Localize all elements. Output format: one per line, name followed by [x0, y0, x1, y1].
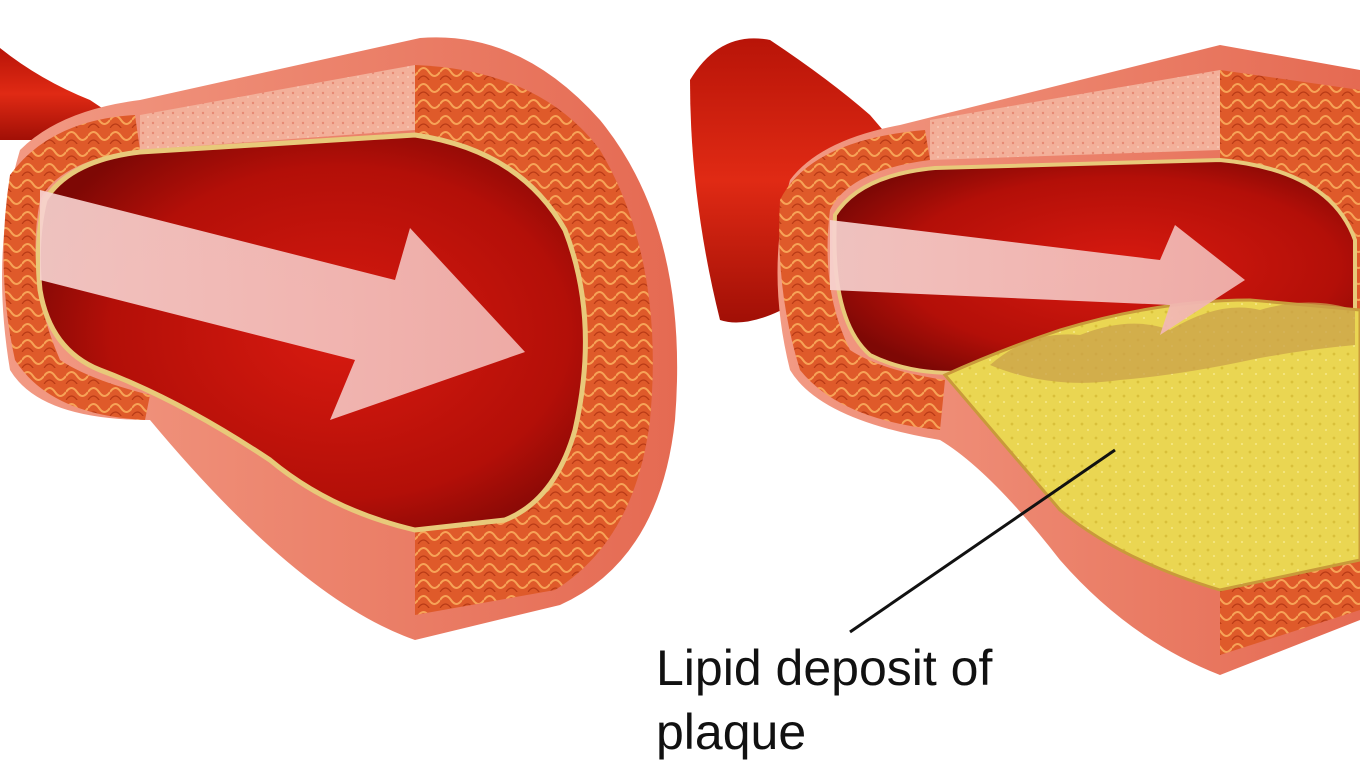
plaque-callout-label: Lipid deposit of plaque — [656, 636, 1116, 764]
healthy-artery-cross-section-icon — [0, 37, 678, 641]
healthy-artery-intima-top — [140, 65, 415, 150]
narrowed-artery-intima-top — [930, 70, 1220, 160]
plaque-narrowed-artery-cross-section-icon — [690, 38, 1360, 675]
narrowed-artery-ring-left — [779, 130, 945, 430]
plaque-rough-surface — [990, 302, 1355, 383]
callout-line-2: plaque — [656, 704, 807, 760]
healthy-artery-flow-arrow-icon — [40, 190, 525, 420]
callout-leader-line — [849, 448, 1116, 634]
callout-line-1: Lipid deposit of — [656, 640, 993, 696]
narrowed-artery-flow-arrow-icon — [830, 220, 1245, 335]
